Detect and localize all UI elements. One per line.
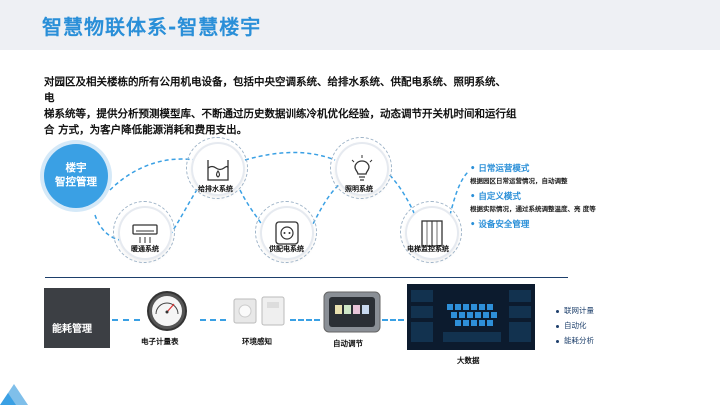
section-divider	[45, 277, 568, 278]
hvac-node[interactable]	[113, 201, 175, 263]
elevator-node[interactable]	[400, 201, 462, 263]
lighting-node[interactable]	[330, 137, 392, 199]
big-data-dashboard	[407, 284, 535, 350]
intro-line: 梯系统等，提供分析预测模型库、不断通过历史数据训练冷机优化经验，动态调节开关机时…	[44, 108, 517, 120]
elevator-icon	[421, 220, 443, 247]
sensor-label: 环境感知	[242, 337, 272, 346]
mode-desc: 根据实际情况，通过系统调整温度、亮 度等	[470, 205, 596, 213]
page-title: 智慧物联体系-智慧楼宇	[42, 15, 262, 39]
hvac-label: 暖通系统	[131, 245, 159, 253]
mode-title: 自定义模式	[478, 192, 521, 202]
feature-item: 联网计量	[556, 305, 594, 316]
feature-item: 自动化	[556, 320, 587, 331]
feature-label: 自动化	[564, 321, 587, 330]
meter-label: 电子计量表	[141, 337, 179, 346]
corner-decoration	[0, 384, 28, 405]
water-label: 给排水系统	[198, 185, 233, 193]
mode-title: 日常运营模式	[478, 164, 530, 174]
intro-line: 电	[44, 92, 55, 104]
feature-label: 能耗分析	[564, 336, 594, 345]
light-bulb-icon	[351, 155, 373, 181]
power-node[interactable]	[255, 201, 317, 263]
electric-meter-icon	[147, 291, 187, 331]
building-control-node[interactable]: 楼宇 智控管理	[44, 144, 108, 208]
flow-line	[200, 319, 226, 321]
flow-line	[382, 319, 404, 321]
water-tank-icon	[207, 160, 229, 181]
dashboard-visual-icon	[411, 290, 531, 342]
control-panel-icon	[323, 291, 381, 333]
auto-adjust-label: 自动调节	[333, 339, 363, 348]
mode-desc: 根据园区日常运营情况，自动调整	[470, 177, 568, 185]
water-node[interactable]	[186, 137, 248, 199]
header-bar	[0, 0, 720, 50]
main-node-line: 楼宇	[65, 162, 87, 174]
flow-line	[112, 319, 140, 321]
intro-line: 合 方式，为客户降低能源消耗和费用支出。	[44, 124, 248, 136]
mode-title: 设备安全管理	[478, 220, 530, 230]
mode-item: • 日常运营模式 根据园区日常运营情况，自动调整	[470, 162, 610, 186]
mode-item: • 自定义模式 根据实际情况，通过系统调整温度、亮 度等	[470, 190, 610, 214]
energy-band-image	[44, 288, 110, 348]
intro-line: 对园区及相关楼栋的所有公用机电设备，包括中央空调系统、给排水系统、供配电系统、照…	[44, 76, 506, 88]
power-socket-icon	[275, 221, 299, 245]
big-data-label: 大数据	[457, 356, 480, 365]
feature-item: 能耗分析	[556, 335, 594, 346]
main-node-line: 智控管理	[55, 176, 97, 188]
feature-label: 联网计量	[564, 306, 594, 315]
energy-management-label: 能耗管理	[52, 324, 92, 335]
mode-list: • 日常运营模式 根据园区日常运营情况，自动调整 • 自定义模式 根据实际情况，…	[470, 162, 610, 230]
mode-item: • 设备安全管理	[470, 220, 530, 230]
environment-sensor-icon	[233, 296, 285, 326]
elevator-label: 电梯监控系统	[407, 245, 449, 253]
power-label: 供配电系统	[269, 245, 304, 253]
air-conditioner-icon	[132, 224, 158, 243]
intro-paragraph: 对园区及相关楼栋的所有公用机电设备，包括中央空调系统、给排水系统、供配电系统、照…	[44, 74, 604, 138]
lighting-label: 照明系统	[345, 185, 373, 193]
flow-line	[290, 319, 320, 321]
